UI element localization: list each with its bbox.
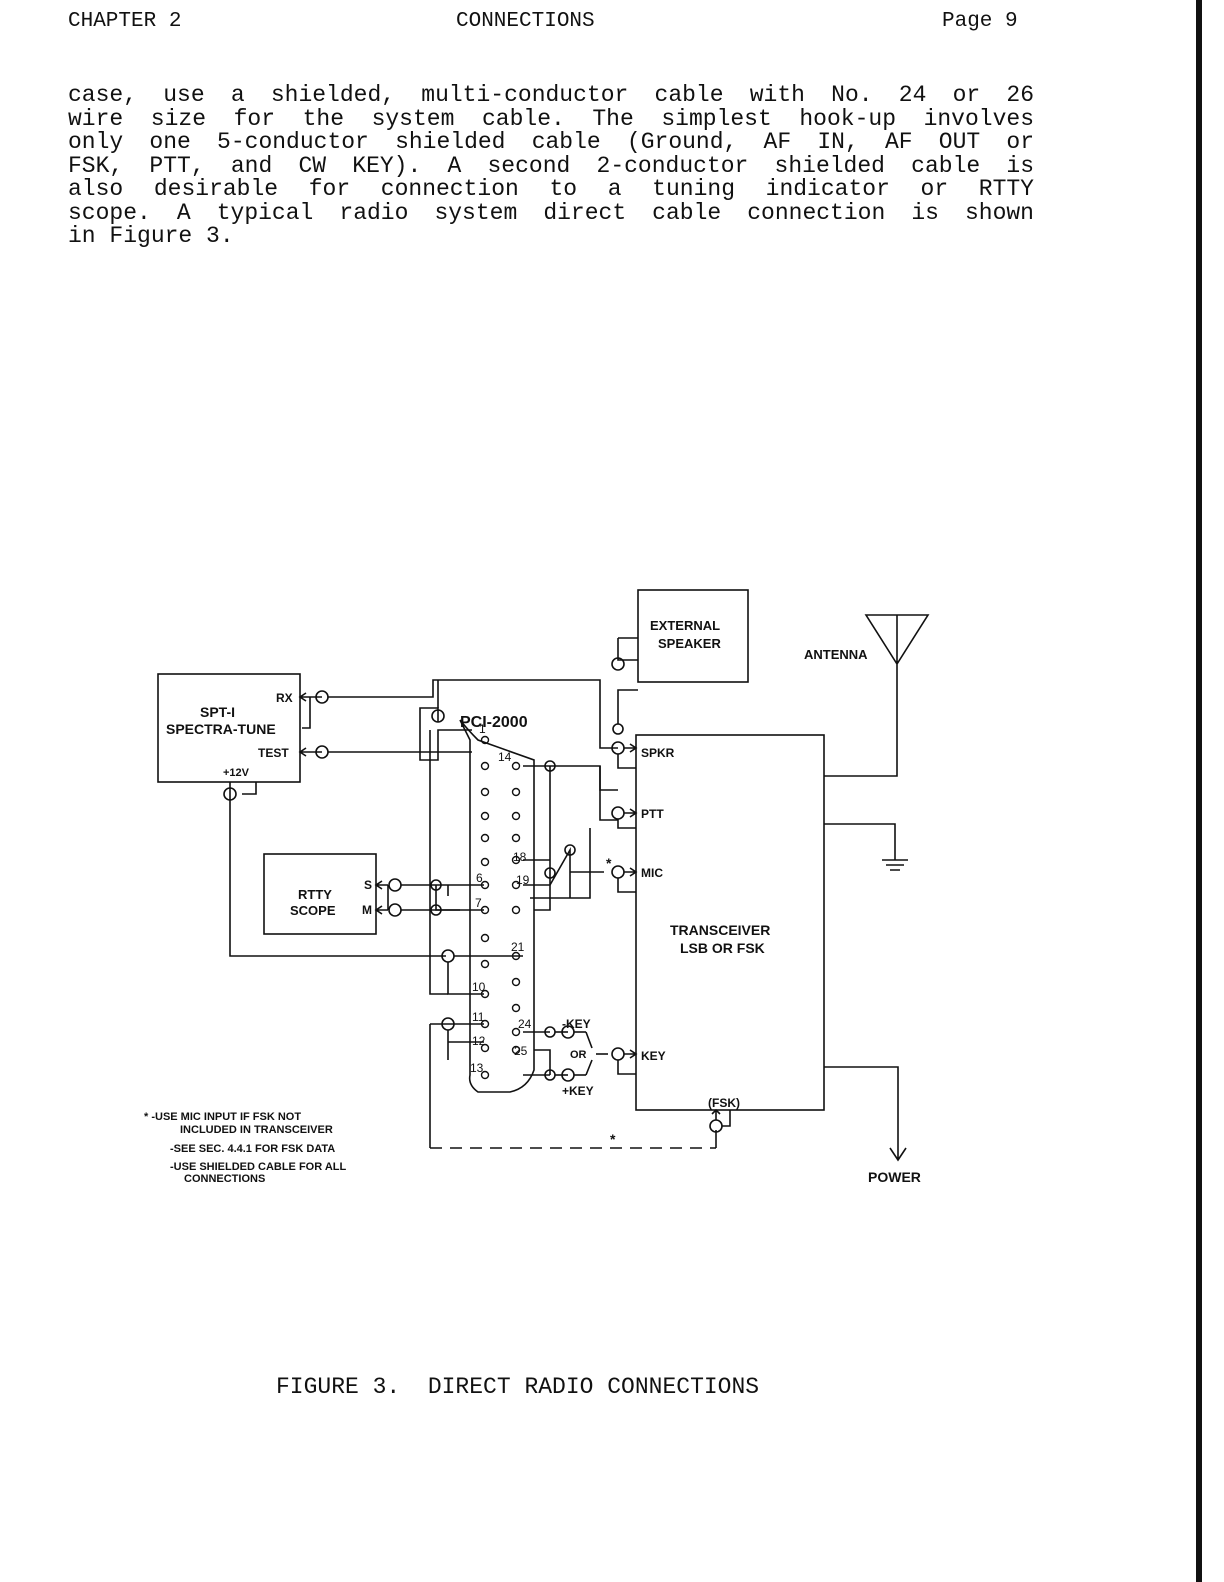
note-line-4: -USE SHIELDED CABLE FOR ALL <box>170 1161 346 1173</box>
pin-24-label: 24 <box>518 1017 532 1031</box>
ground-symbol <box>824 823 908 871</box>
pci-label: PCI-2000 <box>460 714 528 731</box>
body-line: scope. A typical radio system direct cab… <box>68 199 1034 226</box>
figure-caption: FIGURE 3. DIRECT RADIO CONNECTIONS <box>276 1374 760 1400</box>
wiring-diagram-svg: SPT-I SPECTRA-TUNE RX TEST +12V PCI-2000… <box>144 589 930 1185</box>
body-line: in Figure 3. <box>68 223 234 249</box>
body-line: case, use a shielded, multi-conductor ca… <box>68 82 1034 108</box>
ptt-label: PTT <box>641 807 664 821</box>
scope-label-1: RTTY <box>298 887 332 902</box>
fsk-star-mark: * <box>610 1131 616 1147</box>
spectra-tune-box <box>157 673 301 783</box>
mic-star-mark: * <box>606 855 612 871</box>
external-speaker-box <box>637 589 749 683</box>
pin-19-label: 19 <box>516 873 530 887</box>
pin-11-label: 11 <box>472 1010 485 1024</box>
plus-key-label: +KEY <box>562 1084 594 1098</box>
scope-m-label: M <box>362 903 372 917</box>
pci-connector-shell <box>459 719 535 1093</box>
pin-1-label: 1 <box>479 722 486 736</box>
spt-rx-label: RX <box>276 691 293 705</box>
page-number: Page 9 <box>942 10 1018 33</box>
minus-key-label: -KEY <box>562 1017 591 1031</box>
power-arrow <box>824 1066 907 1162</box>
pin-6-label: 6 <box>476 871 483 885</box>
key-label: KEY <box>641 1049 666 1063</box>
spt-test-label: TEST <box>258 746 289 760</box>
pin-12-label: 12 <box>472 1034 486 1048</box>
section-title: CONNECTIONS <box>456 10 595 33</box>
body-paragraph: case, use a shielded, multi-conductor ca… <box>68 82 1034 249</box>
pin-13-label: 13 <box>470 1061 484 1075</box>
body-line: also desirable for connection to a tunin… <box>68 176 1034 202</box>
body-line: wire size for the system cable. The simp… <box>68 105 1034 132</box>
pin-14-label: 14 <box>498 750 512 764</box>
chapter-label: CHAPTER 2 <box>68 10 182 33</box>
or-label: OR <box>570 1049 587 1061</box>
mic-label: MIC <box>641 866 663 880</box>
note-line-1: * -USE MIC INPUT IF FSK NOT <box>144 1111 301 1123</box>
rtty-scope-box <box>263 853 377 935</box>
body-line: only one 5-conductor shielded cable (Gro… <box>68 129 1034 155</box>
spt-title-1: SPT-I <box>200 704 235 720</box>
pin-21-label: 21 <box>511 940 525 954</box>
pin-18-label: 18 <box>513 850 527 864</box>
transceiver-label-1: TRANSCEIVER <box>670 922 770 938</box>
scope-label-2: SCOPE <box>290 903 336 918</box>
power-label: POWER <box>868 1169 921 1185</box>
antenna-label: ANTENNA <box>804 647 868 662</box>
fsk-label: (FSK) <box>708 1096 740 1110</box>
note-line-5: CONNECTIONS <box>184 1173 265 1185</box>
body-line: FSK, PTT, and CW KEY). A second 2-conduc… <box>68 152 1034 179</box>
antenna-symbol <box>824 614 930 777</box>
ext-speaker-label-1: EXTERNAL <box>650 618 720 633</box>
spt-12v-label: +12V <box>223 767 250 779</box>
transceiver-label-2: LSB OR FSK <box>680 940 765 956</box>
scope-s-label: S <box>364 878 372 892</box>
spt-title-2: SPECTRA-TUNE <box>166 721 276 737</box>
wiring-diagram: SPT-I SPECTRA-TUNE RX TEST +12V PCI-2000… <box>130 580 950 1200</box>
pin-7-label: 7 <box>475 896 482 910</box>
ext-speaker-label-2: SPEAKER <box>658 636 721 651</box>
spkr-label: SPKR <box>641 746 675 760</box>
page-header: CHAPTER 2 CONNECTIONS Page 9 <box>0 10 1224 40</box>
note-line-3: -SEE SEC. 4.4.1 FOR FSK DATA <box>170 1143 335 1155</box>
pin-25-label: 25 <box>514 1044 528 1058</box>
page-edge-shadow <box>1196 0 1202 1582</box>
pin-10-label: 10 <box>472 980 486 994</box>
note-line-2: INCLUDED IN TRANSCEIVER <box>180 1124 333 1136</box>
